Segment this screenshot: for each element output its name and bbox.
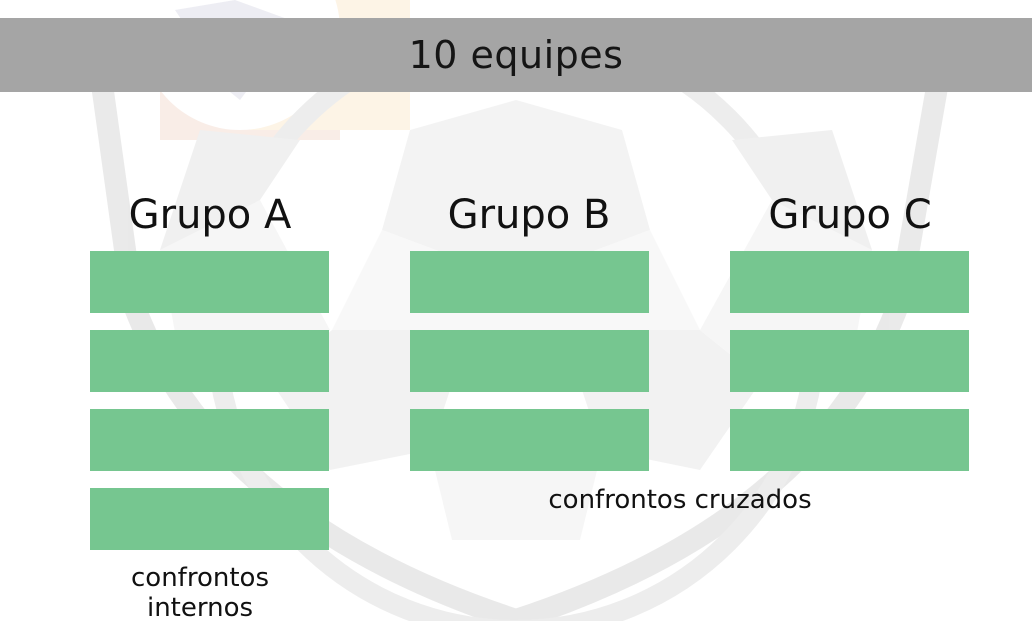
group-b-team-slot bbox=[410, 330, 649, 392]
group-b-team-slot bbox=[410, 409, 649, 471]
cross-matches-note: confrontos cruzados bbox=[548, 485, 812, 515]
group-a-team-slot bbox=[90, 488, 329, 550]
group-a-team-slot bbox=[90, 409, 329, 471]
group-b-team-slot bbox=[410, 251, 649, 313]
title-banner: 10 equipes bbox=[0, 18, 1032, 92]
group-c-team-slot bbox=[730, 251, 969, 313]
group-c-title: Grupo C bbox=[768, 192, 932, 238]
group-c-team-slot bbox=[730, 409, 969, 471]
group-c-team-slot bbox=[730, 330, 969, 392]
internal-matches-line1: confrontos bbox=[131, 563, 269, 593]
page-title: 10 equipes bbox=[408, 33, 624, 77]
internal-matches-note: confrontos internos bbox=[90, 563, 310, 623]
group-a-title: Grupo A bbox=[128, 192, 292, 238]
group-a-team-slot bbox=[90, 330, 329, 392]
group-a-team-slot bbox=[90, 251, 329, 313]
internal-matches-line2: internos bbox=[146, 593, 254, 623]
group-b-title: Grupo B bbox=[447, 192, 611, 238]
